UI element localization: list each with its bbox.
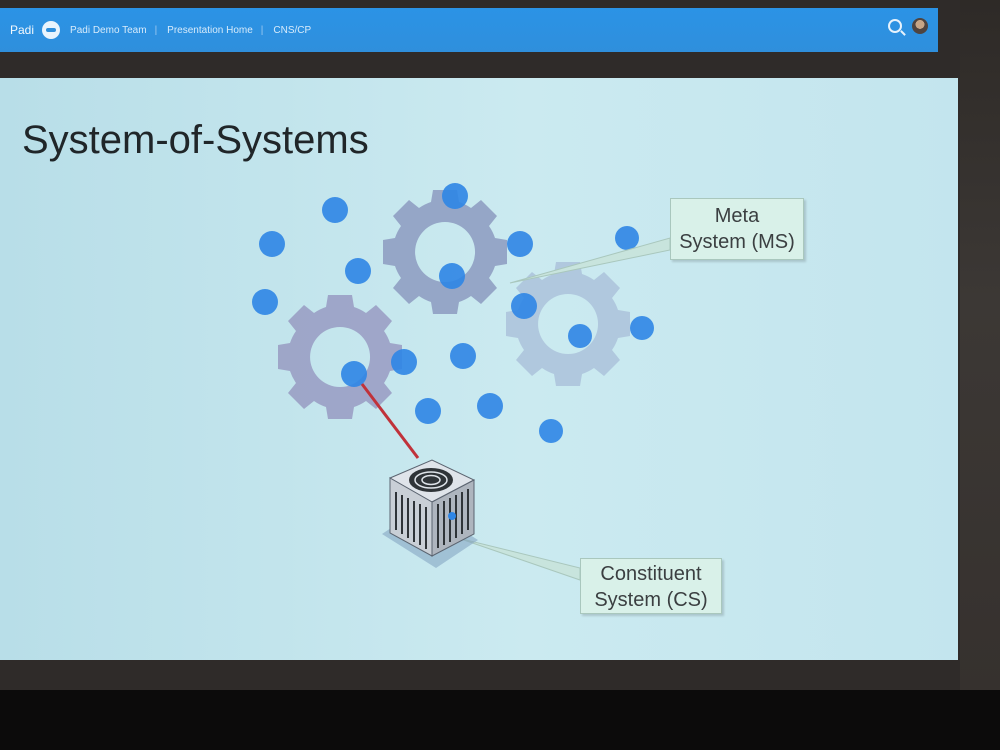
- topbar-actions: [888, 18, 928, 34]
- breadcrumb-presentation-home[interactable]: Presentation Home: [167, 24, 253, 36]
- air-conditioner-unit-icon: [382, 459, 478, 568]
- node-dot: [439, 263, 465, 289]
- browser-top-bar: Padi Padi Demo Team | Presentation Home …: [0, 8, 938, 52]
- node-dot: [477, 393, 503, 419]
- node-dot: [341, 361, 367, 387]
- gear-icon: [506, 262, 630, 386]
- node-dot: [345, 258, 371, 284]
- node-dot: [507, 231, 533, 257]
- node-dot: [259, 231, 285, 257]
- node-dot: [442, 183, 468, 209]
- breadcrumb-separator: |: [260, 24, 264, 36]
- meta-callout-line2: System (MS): [679, 231, 795, 253]
- node-dot: [450, 343, 476, 369]
- node-dot: [252, 289, 278, 315]
- node-dot: [391, 349, 417, 375]
- meta-callout-pointer: [509, 237, 671, 284]
- link-line: [360, 383, 420, 459]
- meta-system-callout: Meta System (MS): [670, 198, 804, 260]
- breadcrumb-separator: |: [154, 24, 158, 36]
- app-brand[interactable]: Padi: [10, 23, 35, 37]
- node-dot: [630, 316, 654, 340]
- node-dot: [322, 197, 348, 223]
- constituent-callout-line1: Constituent: [600, 563, 702, 585]
- bottom-shadow: [0, 690, 1000, 750]
- constituent-system-callout: Constituent System (CS): [580, 558, 722, 614]
- slide-illustration: [252, 183, 671, 581]
- presentation-slide: System-of-Systems: [0, 78, 958, 660]
- search-icon[interactable]: [888, 19, 902, 33]
- user-avatar[interactable]: [912, 18, 928, 34]
- logo-icon[interactable]: [42, 21, 61, 39]
- node-dot: [615, 226, 639, 250]
- constituent-callout-pointer: [457, 537, 581, 581]
- node-dot: [415, 398, 441, 424]
- breadcrumb-team[interactable]: Padi Demo Team: [70, 24, 147, 36]
- breadcrumb-current[interactable]: CNS/CP: [273, 24, 312, 36]
- node-dot: [568, 324, 592, 348]
- node-dot: [539, 419, 563, 443]
- slide-title: System-of-Systems: [22, 118, 369, 162]
- constituent-callout-line2: System (CS): [594, 589, 708, 611]
- gear-icon: [383, 190, 507, 314]
- meta-callout-line1: Meta: [714, 205, 760, 227]
- gear-icon: [278, 295, 402, 419]
- node-dot: [511, 293, 537, 319]
- node-dots: [252, 183, 654, 443]
